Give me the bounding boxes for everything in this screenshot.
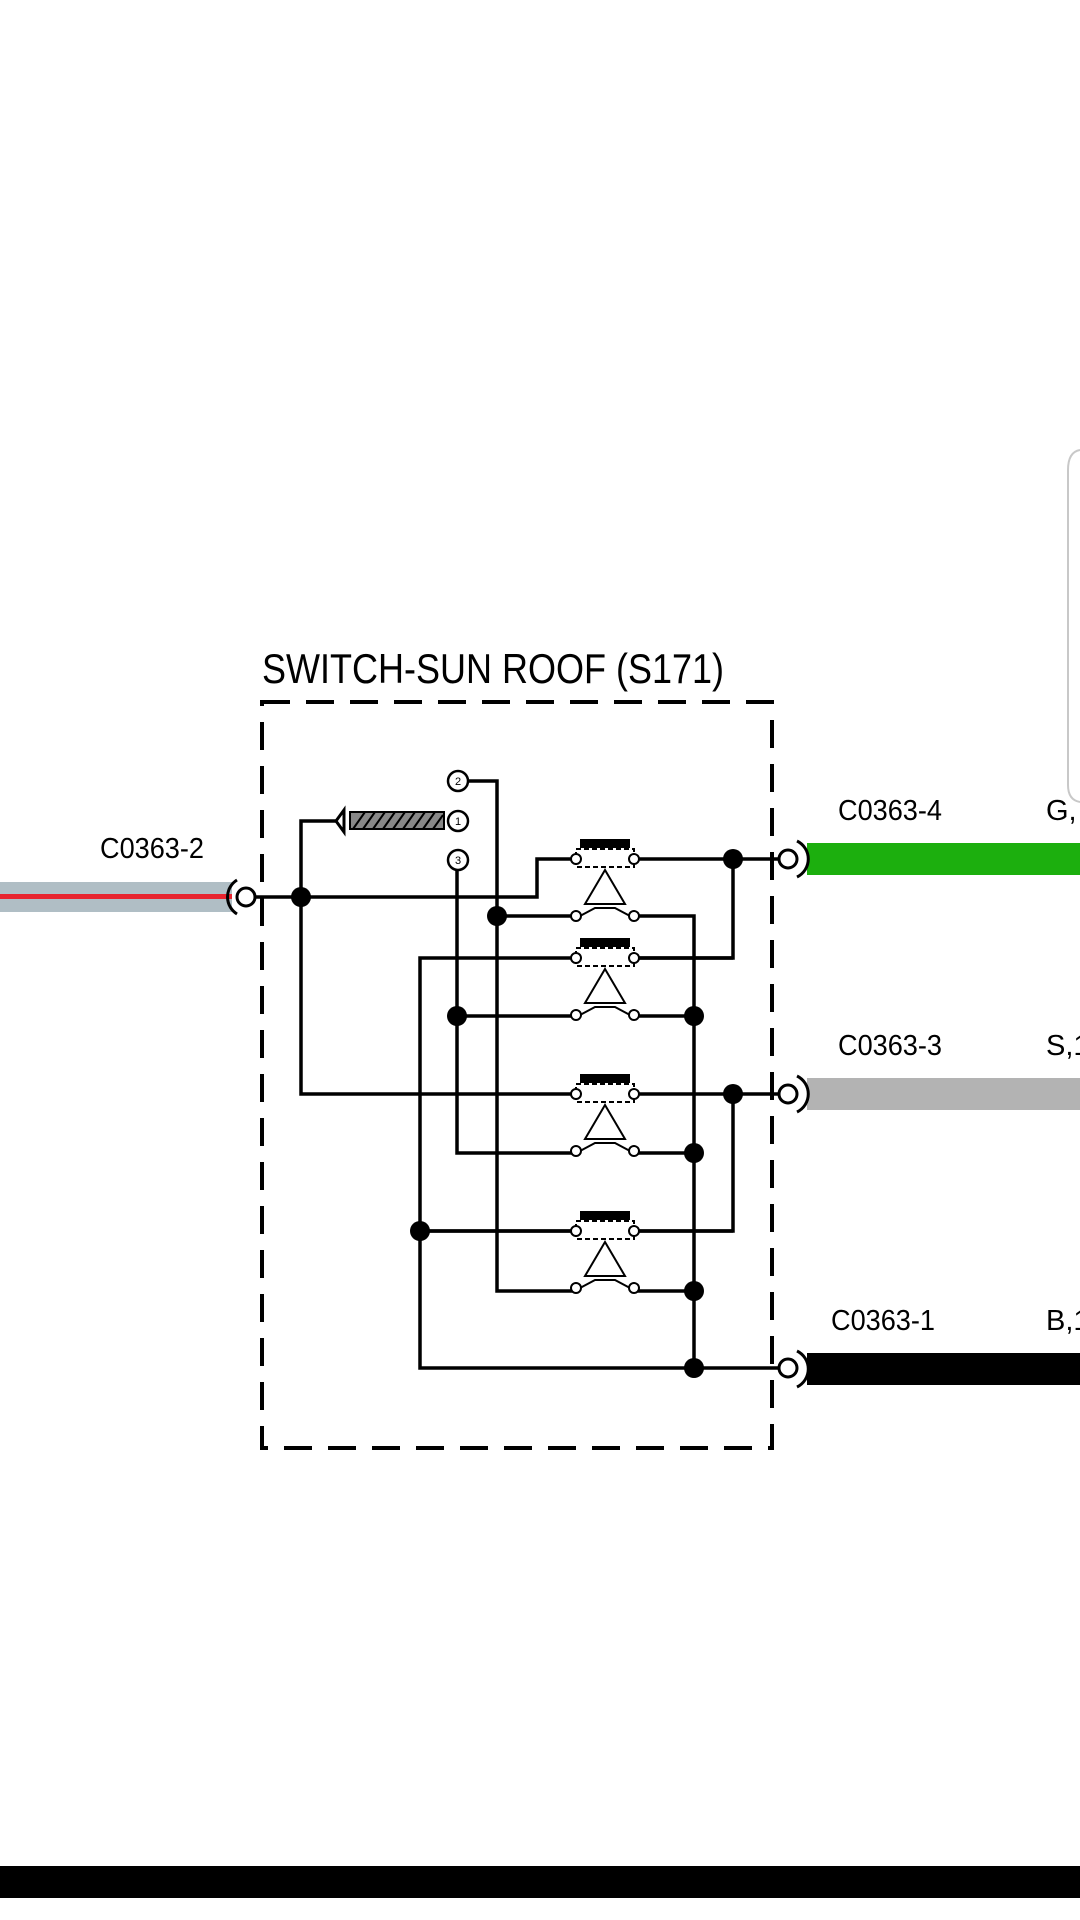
pin-marker-1: 1 (446, 809, 470, 833)
pin-label-2: 2 (455, 776, 461, 788)
pin-marker-2: 2 (446, 769, 470, 793)
pin-label-3: 3 (455, 855, 461, 867)
wire-c0363-1-black (807, 1353, 1080, 1385)
pin-label-1: 1 (455, 816, 461, 828)
switch-contact-1 (570, 839, 640, 922)
connector-terminal-c0363-1 (777, 1349, 810, 1389)
switch-selector (334, 805, 445, 837)
connector-terminal-c0363-4 (777, 839, 810, 879)
bottom-bar (0, 1866, 1080, 1898)
junction-dots (291, 849, 743, 1378)
wire-c0363-2-input (0, 882, 232, 912)
side-panel-edge (1067, 449, 1080, 803)
wire-code-c0363-3: S,1 (1046, 1030, 1080, 1062)
component-title: SWITCH-SUN ROOF (S171) (262, 645, 724, 692)
wire-c0363-3-slate (807, 1078, 1080, 1110)
switch-contact-4 (570, 1211, 640, 1294)
wire-code-c0363-1: B,1 (1046, 1305, 1080, 1337)
wire-c0363-4-green (807, 843, 1080, 875)
wire-code-c0363-4: G, (1046, 795, 1077, 827)
connector-label-c0363-1: C0363-1 (831, 1305, 935, 1337)
pin-marker-3: 3 (446, 848, 470, 872)
connector-label-c0363-4: C0363-4 (838, 795, 942, 827)
switch-contact-3 (570, 1074, 640, 1157)
connector-label-c0363-2: C0363-2 (100, 833, 204, 865)
connector-terminal-c0363-3 (777, 1074, 810, 1114)
selector-actuator-bar (349, 811, 445, 830)
switch-contact-2 (570, 938, 640, 1021)
connector-label-c0363-3: C0363-3 (838, 1030, 942, 1062)
internal-wiring (255, 779, 779, 1370)
switch-enclosure (260, 700, 774, 1450)
connector-terminal-c0363-2 (226, 878, 257, 916)
